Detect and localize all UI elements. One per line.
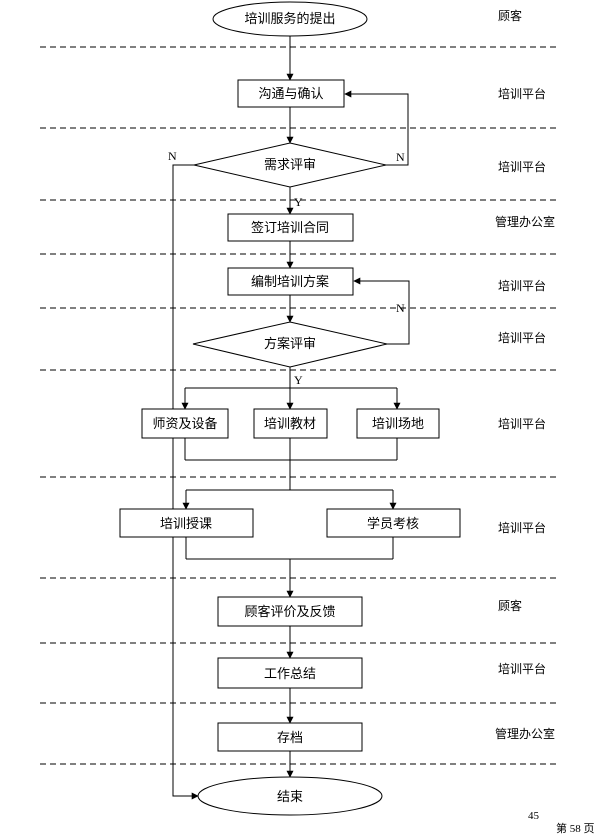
node-communicate: 沟通与确认	[237, 79, 345, 108]
node-teachers-label: 师资及设备	[152, 416, 217, 432]
node-summary-label: 工作总结	[264, 667, 316, 682]
node-venue-label: 培训场地	[372, 416, 424, 432]
node-plan-review: 方案评审	[192, 321, 388, 368]
node-assessment: 学员考核	[326, 508, 461, 538]
flag-no-left: N	[168, 149, 177, 163]
node-archive-label: 存档	[277, 731, 303, 746]
node-plan-review-label: 方案评审	[264, 336, 316, 352]
node-plan-label: 编制培训方案	[251, 274, 329, 290]
node-contract: 签订培训合同	[227, 213, 354, 242]
node-end-label: 结束	[277, 790, 303, 805]
role-label: 顾客	[498, 8, 522, 23]
node-summary: 工作总结	[217, 657, 363, 689]
role-label: 培训平台	[498, 330, 546, 345]
node-start-label: 培训服务的提出	[244, 11, 335, 27]
role-label: 管理办公室	[495, 726, 555, 741]
node-materials-label: 培训教材	[264, 416, 316, 432]
role-label: 培训平台	[498, 416, 546, 431]
flag-yes-demand: Y	[294, 195, 303, 209]
node-archive: 存档	[217, 722, 363, 752]
node-materials: 培训教材	[253, 408, 328, 439]
lane-separators	[40, 46, 560, 765]
node-end: 结束	[197, 776, 383, 816]
node-plan: 编制培训方案	[227, 267, 354, 296]
role-label: 管理办公室	[495, 214, 555, 229]
role-label: 培训平台	[498, 86, 546, 101]
node-contract-label: 签订培训合同	[251, 220, 329, 236]
node-start: 培训服务的提出	[212, 1, 368, 37]
node-teachers: 师资及设备	[141, 408, 229, 439]
page-label: 第 58 页	[556, 821, 595, 835]
role-label: 顾客	[498, 598, 522, 613]
node-teaching-label: 培训授课	[160, 516, 212, 532]
connectors	[172, 36, 410, 800]
role-label: 培训平台	[498, 278, 546, 293]
node-demand-review: 需求评审	[193, 142, 387, 188]
flag-no-plan: N	[396, 301, 405, 315]
node-feedback: 顾客评价及反馈	[217, 596, 363, 627]
role-label: 培训平台	[498, 520, 546, 535]
decision-flags: N N Y N Y	[168, 149, 405, 387]
node-assessment-label: 学员考核	[367, 516, 419, 532]
page-number: 45	[528, 810, 540, 822]
role-label: 培训平台	[498, 159, 546, 174]
node-feedback-label: 顾客评价及反馈	[244, 604, 335, 620]
node-demand-review-label: 需求评审	[264, 158, 316, 173]
node-communicate-label: 沟通与确认	[258, 87, 323, 102]
flag-yes-plan: Y	[294, 373, 303, 387]
role-label: 培训平台	[498, 661, 546, 676]
flag-no-right: N	[396, 150, 405, 164]
role-labels: 顾客 培训平台 培训平台 管理办公室 培训平台 培训平台 培训平台 培训平台 顾…	[495, 8, 555, 741]
node-venue: 培训场地	[356, 408, 440, 439]
node-teaching: 培训授课	[119, 508, 254, 538]
